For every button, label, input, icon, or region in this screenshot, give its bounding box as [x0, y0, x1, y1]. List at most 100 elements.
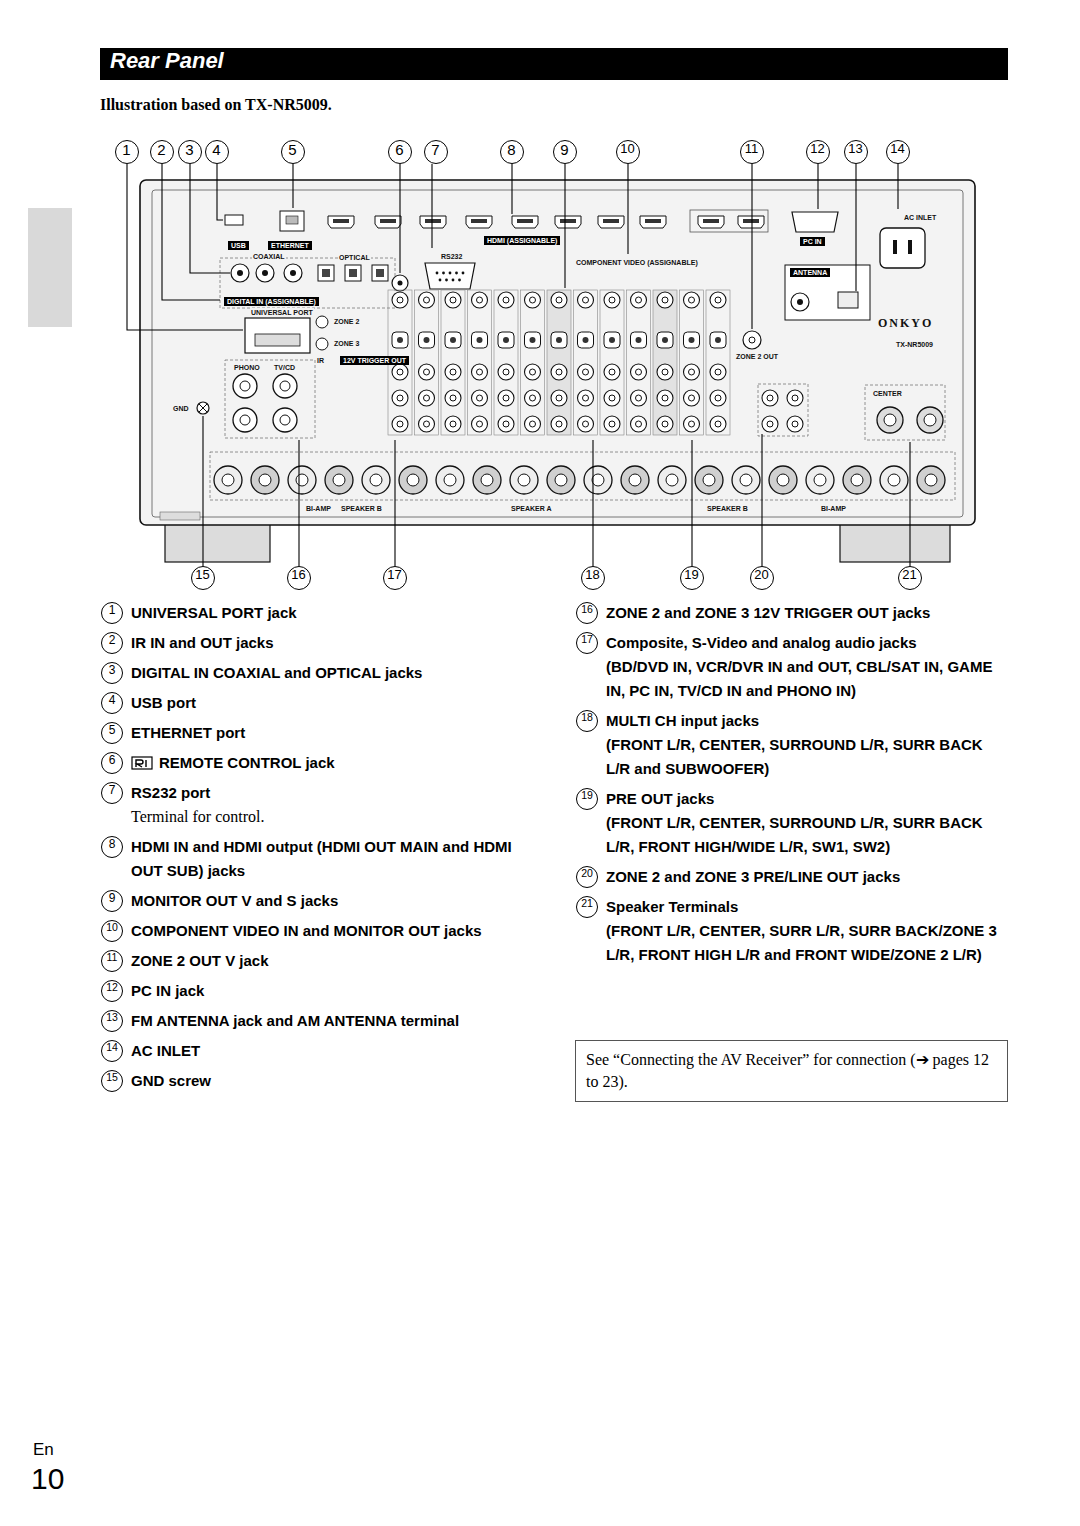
callout-number: 7	[424, 140, 448, 164]
callout-number: 20	[750, 566, 774, 590]
list-item: 1UNIVERSAL PORT jack	[131, 601, 541, 625]
leader-line	[751, 164, 752, 329]
leader-line	[292, 164, 293, 208]
item-text: PC IN jack	[131, 979, 541, 1003]
speaker-terminal	[436, 466, 464, 494]
leader-line	[394, 440, 395, 566]
list-item: 17Composite, S-Video and analog audio ja…	[606, 631, 1008, 703]
rca-jack	[684, 390, 700, 406]
speaker-terminal	[888, 474, 900, 486]
leader-line	[217, 164, 223, 220]
phono-group	[225, 360, 315, 438]
rca-jack	[240, 415, 250, 425]
callout-number: 6	[388, 140, 412, 164]
item-number: 20	[576, 866, 598, 888]
panel-label: SPEAKER B	[340, 504, 383, 513]
rca-jack	[472, 416, 488, 432]
chassis	[140, 180, 975, 525]
speaker-terminal	[333, 474, 345, 486]
callout-number: 21	[898, 566, 922, 590]
leader-line	[897, 164, 898, 209]
speaker-terminal	[629, 474, 641, 486]
gnd-screw	[197, 402, 209, 414]
language-mark: En	[33, 1440, 54, 1460]
rca-jack	[556, 395, 562, 401]
rca-jack	[392, 292, 408, 308]
rca-jack	[233, 374, 257, 398]
hdmi-port	[512, 216, 538, 228]
foot	[840, 522, 950, 562]
s-video-jack	[397, 337, 403, 343]
jack-column	[574, 290, 598, 435]
s-video-jack	[710, 332, 726, 348]
rca-jack	[503, 395, 509, 401]
rca-jack	[715, 297, 721, 303]
item-text: Composite, S-Video and analog audio jack…	[606, 631, 1008, 655]
item-text: ETHERNET port	[131, 721, 541, 745]
rca-jack	[503, 369, 509, 375]
rca-jack	[445, 390, 461, 406]
brand-logo: ONKYO	[876, 316, 935, 331]
rca-jack	[392, 364, 408, 380]
rs232-pin	[445, 279, 448, 282]
jack-column	[494, 290, 518, 435]
panel-label: OPTICAL	[338, 253, 371, 262]
item-text: HDMI IN and HDMI output (HDMI OUT MAIN a…	[131, 835, 541, 883]
ethernet-port	[286, 216, 298, 224]
coaxial-jack	[290, 270, 296, 276]
speaker-terminal	[843, 466, 871, 494]
item-number: 1	[101, 602, 123, 624]
speaker-terminal	[547, 466, 575, 494]
rca-jack	[662, 297, 668, 303]
rca-jack	[689, 421, 695, 427]
rca-jack	[556, 297, 562, 303]
rca-jack	[636, 421, 642, 427]
speaker-terminal	[658, 466, 686, 494]
item-text: UNIVERSAL PORT jack	[131, 601, 541, 625]
rca-jack	[551, 390, 567, 406]
rca-jack	[583, 297, 589, 303]
panel-label: ZONE 3	[333, 339, 360, 348]
item-number: 16	[576, 602, 598, 624]
hdmi-port	[425, 219, 441, 223]
s-video-jack	[689, 337, 695, 343]
optical-jack	[372, 265, 388, 281]
rca-jack	[551, 292, 567, 308]
rca-jack	[498, 292, 514, 308]
rca-jack	[583, 395, 589, 401]
rca-jack	[424, 395, 430, 401]
speaker-terminal	[695, 466, 723, 494]
rca-jack	[397, 421, 403, 427]
item-text: ZONE 2 and ZONE 3 12V TRIGGER OUT jacks	[606, 601, 1008, 625]
rca-jack	[419, 390, 435, 406]
speaker-terminal	[584, 466, 612, 494]
trigger-jack	[316, 316, 328, 328]
speaker-terminal	[877, 407, 903, 433]
rca-jack	[604, 416, 620, 432]
rca-jack	[280, 381, 290, 391]
panel-label: CENTER	[872, 389, 903, 398]
ac-inlet	[880, 228, 925, 268]
hdmi-port	[560, 219, 576, 223]
callout-number: 10	[616, 140, 640, 164]
speaker-terminal	[769, 466, 797, 494]
rca-jack	[631, 292, 647, 308]
item-number: 3	[101, 662, 123, 684]
speaker-terminal	[777, 474, 789, 486]
callout-number: 9	[553, 140, 577, 164]
item-number: 10	[101, 920, 123, 942]
coaxial-jack	[237, 270, 243, 276]
rca-jack	[273, 408, 297, 432]
list-item: 15GND screw	[131, 1069, 541, 1093]
rca-jack	[767, 421, 773, 427]
rca-jack	[657, 364, 673, 380]
item-text: GND screw	[131, 1069, 541, 1093]
rca-jack	[636, 395, 642, 401]
fm-jack	[791, 293, 809, 311]
coaxial-jack	[231, 264, 249, 282]
digital-in-group	[220, 258, 395, 308]
callout-number: 8	[500, 140, 524, 164]
rca-jack	[715, 369, 721, 375]
leader-line	[592, 440, 593, 566]
rca-jack	[609, 297, 615, 303]
